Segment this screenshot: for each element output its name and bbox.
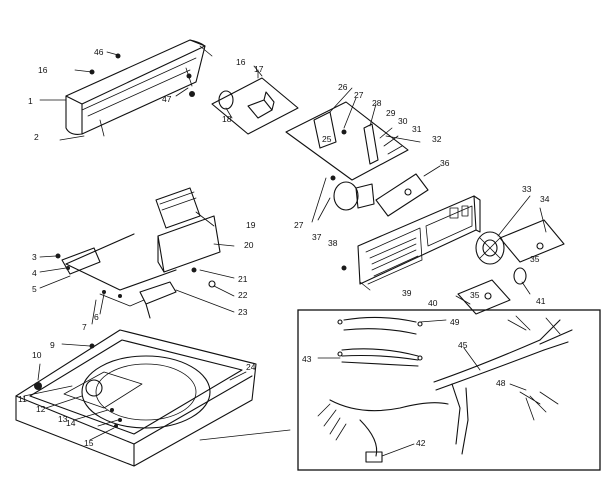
callout-6: 6	[94, 312, 99, 322]
callout-9: 9	[50, 340, 55, 350]
callout-28: 28	[372, 98, 382, 108]
callout-17: 17	[254, 64, 264, 74]
callout-46: 46	[94, 47, 104, 57]
callout-32: 32	[432, 134, 442, 144]
callout-4: 4	[32, 268, 37, 278]
callout-21: 21	[238, 274, 248, 284]
callout-29: 29	[386, 108, 396, 118]
switch-control-group	[285, 101, 409, 181]
callout-31: 31	[412, 124, 422, 134]
lid-switch-group	[55, 233, 177, 307]
callout-19: 19	[246, 220, 256, 230]
callout-35-lower: 35	[470, 290, 480, 300]
pc-board	[375, 173, 429, 217]
timer-knob	[475, 231, 505, 265]
callout-18: 18	[222, 114, 232, 124]
callout-43: 43	[302, 354, 312, 364]
callout-41: 41	[536, 296, 546, 306]
callout-3: 3	[32, 252, 37, 262]
callout-23: 23	[238, 307, 248, 317]
bracket-35-lower	[457, 279, 511, 315]
callout-48: 48	[496, 378, 506, 388]
timer-assembly	[211, 69, 299, 135]
knob-41	[513, 267, 527, 285]
bracket-35-upper	[499, 219, 565, 263]
callout-1: 1	[28, 96, 33, 106]
callout-34: 34	[540, 194, 550, 204]
callout-11: 11	[18, 394, 27, 404]
callout-2: 2	[34, 132, 39, 142]
callout-5: 5	[32, 284, 37, 294]
washer-top-cover	[15, 329, 257, 467]
callout-7: 7	[82, 322, 87, 332]
callout-25: 25	[322, 134, 332, 144]
callout-27-lower: 27	[294, 220, 304, 230]
callout-16-left: 16	[38, 65, 48, 75]
callout-42: 42	[416, 438, 426, 448]
console-backsplash	[65, 39, 206, 137]
wire-harness-box	[297, 309, 601, 471]
callout-leaders	[23, 65, 547, 457]
callout-26: 26	[338, 82, 348, 92]
callout-20: 20	[244, 240, 254, 250]
callout-13: 13	[58, 414, 68, 424]
callout-40: 40	[428, 298, 438, 308]
callout-37: 37	[312, 232, 322, 242]
callout-14: 14	[66, 418, 76, 428]
callout-22: 22	[238, 290, 248, 300]
callout-15: 15	[84, 438, 94, 448]
callout-labels: 1 2 16 46 16 47 17 18 26 27 25 28 29 30 …	[18, 47, 550, 448]
callout-49: 49	[450, 317, 460, 327]
selector-switch	[317, 175, 375, 221]
callout-12: 12	[36, 404, 46, 414]
callout-38: 38	[328, 238, 338, 248]
lid-hinge-group	[139, 187, 221, 319]
control-panel	[357, 195, 481, 285]
callout-16-right: 16	[236, 57, 246, 67]
callout-39: 39	[402, 288, 412, 298]
callout-27-top: 27	[354, 90, 364, 100]
callout-45: 45	[458, 340, 468, 350]
callout-30: 30	[398, 116, 408, 126]
callout-36: 36	[440, 158, 450, 168]
callout-24: 24	[246, 362, 256, 372]
callout-35-upper: 35	[530, 254, 540, 264]
callout-10: 10	[32, 350, 42, 360]
callout-33: 33	[522, 184, 532, 194]
wire-harness	[317, 315, 573, 463]
callout-47: 47	[162, 94, 172, 104]
